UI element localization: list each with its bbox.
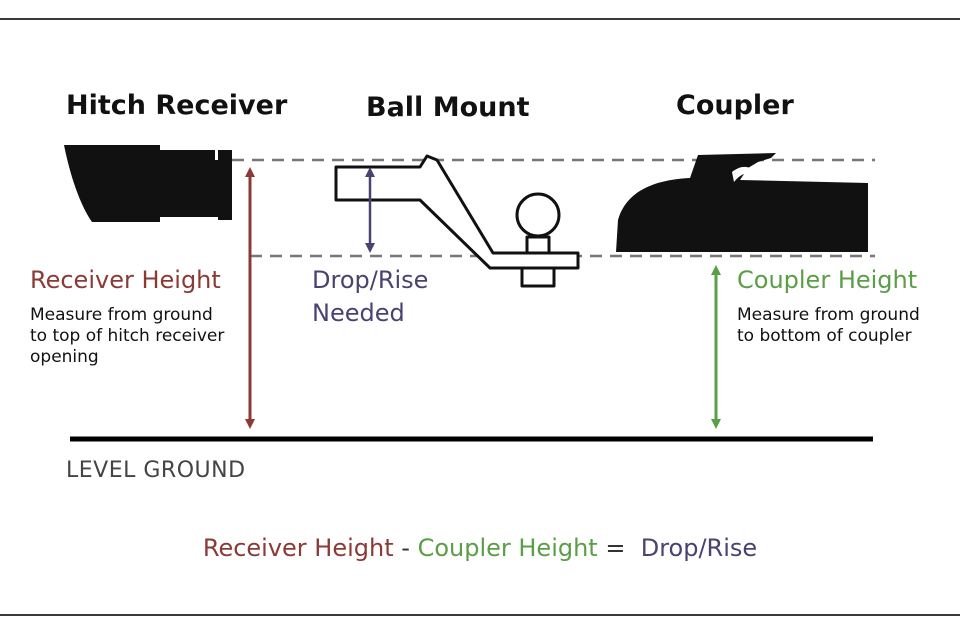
formula-equals-sign: = — [597, 534, 641, 562]
coupler-icon — [616, 153, 868, 252]
receiver-height-title: Receiver Height — [30, 266, 221, 294]
ball-mount-icon — [334, 154, 580, 288]
drop-rise-label-line2: Needed — [312, 299, 405, 327]
top-border — [0, 18, 960, 20]
receiver-height-description: Measure from ground to top of hitch rece… — [30, 305, 225, 367]
hitch-receiver-heading: Hitch Receiver — [66, 90, 288, 121]
formula-receiver-height: Receiver Height — [202, 534, 394, 562]
formula-drop-rise: Drop/Rise — [640, 534, 758, 562]
hitch-receiver-icon — [64, 145, 232, 222]
coupler-height-description: Measure from ground to bottom of coupler — [737, 305, 920, 346]
bottom-border — [0, 614, 960, 616]
coupler-height-title: Coupler Height — [737, 266, 918, 294]
ball-mount-heading: Ball Mount — [366, 92, 530, 123]
formula-coupler-height: Coupler Height — [417, 534, 598, 562]
drop-rise-label-line1: Drop/Rise — [312, 266, 429, 294]
drop-rise-formula: Receiver Height - Coupler Height = Drop/… — [0, 534, 960, 562]
formula-minus-sign: - — [393, 534, 418, 562]
level-ground-label: LEVEL GROUND — [66, 458, 246, 483]
coupler-heading: Coupler — [676, 90, 794, 121]
